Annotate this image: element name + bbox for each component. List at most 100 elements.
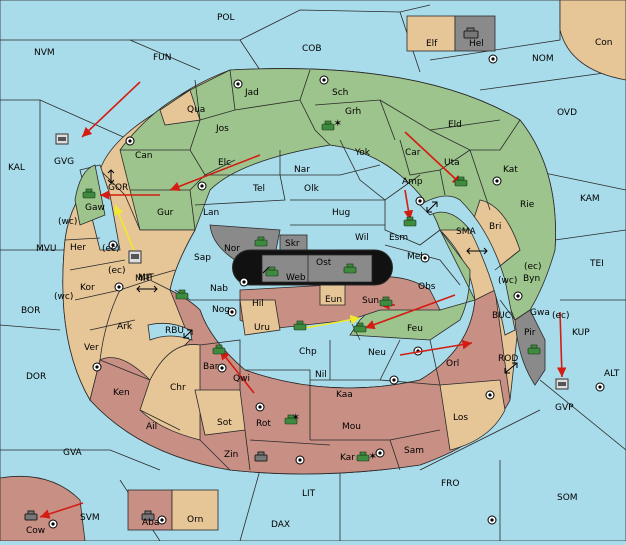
svg-text:Orl: Orl (446, 359, 459, 369)
svg-text:Ver: Ver (84, 343, 99, 353)
svg-text:(wc): (wc) (498, 276, 517, 286)
coast-labels: (wc) (ec) (ec) (wc) (wc) (ec) (ec) (54, 217, 570, 321)
svg-text:Wil: Wil (355, 233, 369, 243)
svg-text:SMA: SMA (456, 227, 476, 237)
svg-text:Byn: Byn (523, 274, 540, 284)
svg-text:(wc): (wc) (58, 217, 77, 227)
svg-text:Chp: Chp (299, 347, 317, 357)
fleet-gvp (555, 378, 569, 390)
svg-text:Hel: Hel (469, 39, 484, 49)
svg-text:Elf: Elf (426, 39, 438, 49)
svg-text:Kor: Kor (80, 283, 95, 293)
province-cow[interactable] (0, 475, 86, 542)
svg-text:COB: COB (302, 44, 322, 54)
svg-text:SVM: SVM (80, 513, 100, 523)
svg-text:Jos: Jos (215, 124, 229, 134)
svg-text:Rie: Rie (520, 200, 535, 210)
svg-text:Nab: Nab (210, 284, 228, 294)
svg-text:Qua: Qua (187, 105, 205, 115)
svg-text:Ost: Ost (316, 258, 332, 268)
svg-text:Her: Her (70, 243, 86, 253)
svg-text:Web: Web (286, 273, 306, 283)
svg-text:Uta: Uta (444, 158, 460, 168)
svg-text:Sap: Sap (194, 253, 211, 263)
svg-text:Uru: Uru (254, 323, 270, 333)
svg-text:✶: ✶ (334, 119, 342, 129)
svg-text:Gur: Gur (157, 208, 174, 218)
svg-text:Sam: Sam (404, 446, 424, 456)
svg-text:Con: Con (595, 38, 613, 48)
province-ost[interactable] (307, 254, 373, 283)
province-hel[interactable] (454, 15, 496, 52)
svg-text:Pir: Pir (524, 328, 536, 338)
svg-text:Aba: Aba (142, 518, 159, 528)
svg-text:(ec): (ec) (524, 262, 542, 272)
svg-text:DOR: DOR (26, 372, 46, 382)
svg-text:GVP: GVP (555, 403, 574, 413)
svg-text:FRO: FRO (441, 479, 460, 489)
svg-text:Mel: Mel (407, 252, 423, 262)
svg-text:Nar: Nar (294, 165, 310, 175)
svg-text:Gaw: Gaw (85, 203, 105, 213)
svg-text:Bar: Bar (203, 362, 219, 372)
svg-text:FUN: FUN (153, 53, 172, 63)
svg-text:Ail: Ail (146, 422, 157, 432)
svg-text:Lan: Lan (203, 208, 219, 218)
svg-text:Amp: Amp (402, 177, 423, 187)
svg-text:Kaa: Kaa (336, 390, 353, 400)
fleet-labels: GVG MIT GVP (54, 157, 574, 413)
svg-text:DAX: DAX (271, 520, 290, 530)
svg-text:Nog: Nog (212, 305, 230, 315)
svg-text:Olk: Olk (304, 184, 320, 194)
svg-text:Sun: Sun (362, 296, 379, 306)
svg-text:MVU: MVU (36, 244, 57, 254)
svg-text:(wc): (wc) (54, 292, 73, 302)
svg-text:BOR: BOR (21, 306, 40, 316)
sea-rbu-channel (147, 322, 193, 341)
tan-province-labels: Qua Lan Hug Wil Bri Sap Her Kor Ark Ver … (70, 38, 613, 525)
svg-text:Nor: Nor (224, 244, 240, 254)
svg-text:Feu: Feu (407, 324, 423, 334)
svg-text:Mou: Mou (342, 422, 361, 432)
svg-text:Can: Can (135, 151, 153, 161)
svg-text:Orn: Orn (187, 515, 203, 525)
svg-text:Yok: Yok (354, 148, 371, 158)
svg-text:Cow: Cow (26, 526, 45, 536)
svg-text:Qwi: Qwi (233, 374, 250, 384)
svg-text:Bri: Bri (489, 222, 501, 232)
province-elf[interactable] (406, 15, 456, 52)
province-pir[interactable] (514, 309, 546, 386)
green-province-labels: Jad Sch Grh Eld Can Jos Yok Car Uta Kat … (85, 39, 550, 334)
svg-text:Ken: Ken (113, 388, 130, 398)
svg-text:KAM: KAM (580, 194, 600, 204)
fleets (55, 133, 569, 390)
svg-text:(ec): (ec) (102, 244, 120, 254)
svg-text:Los: Los (453, 413, 468, 423)
svg-text:(ec): (ec) (108, 266, 126, 276)
svg-text:GVG: GVG (54, 157, 74, 167)
svg-text:LIT: LIT (302, 489, 316, 499)
fleet-mit (128, 250, 142, 264)
red-province-labels: Nab Nog Uru Sun Bar Qwi Chp Neu Orl Nil … (26, 284, 468, 536)
province-borders (64, 69, 521, 471)
province-orn[interactable] (171, 489, 219, 531)
svg-text:BUC: BUC (492, 311, 511, 321)
svg-text:RBU: RBU (165, 326, 184, 336)
svg-text:Car: Car (405, 148, 421, 158)
svg-text:Hil: Hil (252, 299, 264, 309)
svg-text:GVA: GVA (63, 448, 83, 458)
svg-text:Skr: Skr (285, 239, 300, 249)
svg-text:Ark: Ark (117, 322, 133, 332)
svg-text:Elc: Elc (218, 158, 231, 168)
sea-labels: POL NVM FUN COB NOM OVD KAL KAM MVU TEI … (8, 13, 620, 530)
province-hil[interactable] (239, 299, 281, 336)
svg-text:Kat: Kat (503, 165, 518, 175)
svg-text:TEI: TEI (589, 259, 604, 269)
svg-text:Tel: Tel (252, 184, 265, 194)
armies: ✶ ✶ ✶ (24, 27, 541, 521)
svg-text:Kar: Kar (340, 453, 355, 463)
svg-text:ALT: ALT (604, 369, 620, 379)
svg-text:Sch: Sch (332, 88, 348, 98)
svg-text:OVD: OVD (557, 108, 577, 118)
svg-text:Eld: Eld (448, 120, 462, 130)
